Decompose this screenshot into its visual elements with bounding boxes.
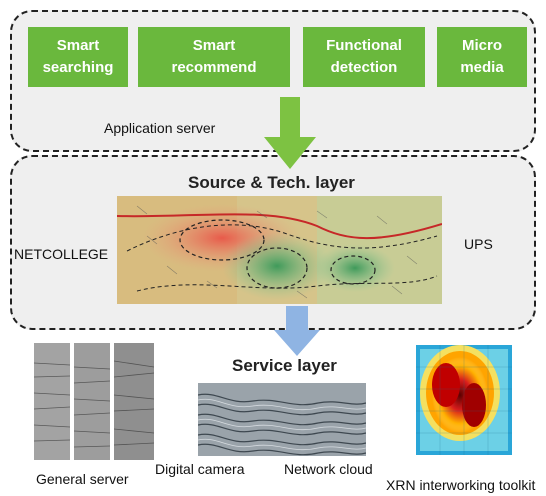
xrn-interworking-toolkit-label: XRN interworking toolkit bbox=[386, 477, 536, 493]
ups-label: UPS bbox=[464, 236, 493, 252]
seismic-traces-image bbox=[34, 343, 154, 460]
button-line: Functional bbox=[326, 37, 402, 54]
functional-detection-button[interactable]: Functional detection bbox=[303, 27, 425, 87]
topographic-map-image bbox=[117, 196, 442, 304]
application-server-label: Application server bbox=[104, 120, 216, 136]
arrow-down-green-icon bbox=[264, 97, 316, 169]
netcollege-label: NETCOLLEGE bbox=[14, 246, 109, 262]
network-cloud-label: Network cloud bbox=[284, 461, 373, 477]
button-line: Smart bbox=[56, 37, 100, 54]
heatmap-image bbox=[416, 345, 512, 455]
micro-media-button[interactable]: Micro media bbox=[437, 27, 527, 87]
smart-recommend-button[interactable]: Smart recommend bbox=[138, 27, 290, 87]
general-server-label: General server bbox=[36, 471, 129, 487]
digital-camera-label: Digital camera bbox=[155, 461, 245, 477]
service-layer-title: Service layer bbox=[232, 356, 337, 375]
button-line: Smart bbox=[192, 37, 236, 54]
source-layer-title: Source & Tech. layer bbox=[188, 173, 355, 192]
button-line: recommend bbox=[171, 59, 257, 76]
button-line: searching bbox=[42, 59, 114, 76]
button-line: media bbox=[460, 59, 504, 76]
arrow-down-blue-icon bbox=[274, 306, 320, 356]
wavy-seismic-image bbox=[198, 383, 366, 456]
button-line: Micro bbox=[461, 37, 502, 54]
button-line: detection bbox=[330, 59, 398, 76]
smart-searching-button[interactable]: Smart searching bbox=[28, 27, 128, 87]
